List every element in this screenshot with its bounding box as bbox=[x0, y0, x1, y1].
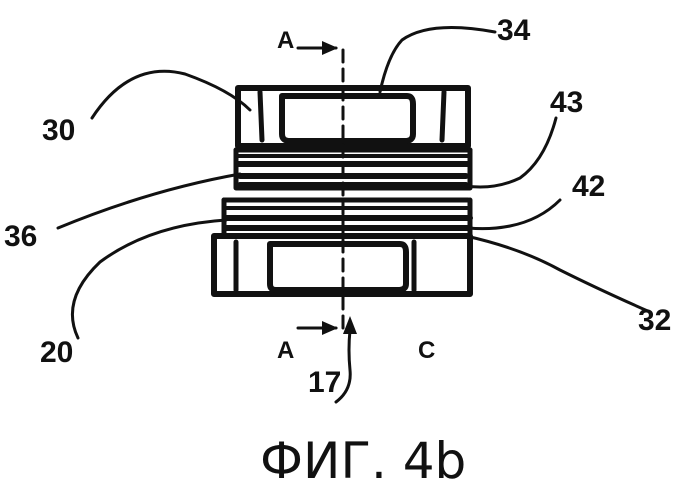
figure-caption: ФИГ. 4b bbox=[260, 432, 466, 490]
section-mark-bottom: A bbox=[277, 337, 294, 364]
ref-36: 36 bbox=[4, 220, 37, 253]
upper-block bbox=[238, 88, 468, 146]
upper-layer-band bbox=[236, 150, 470, 188]
ref-30: 30 bbox=[42, 114, 75, 147]
ref-34: 34 bbox=[497, 14, 531, 47]
section-mark-top: A bbox=[277, 27, 294, 54]
section-arrow-bottom bbox=[298, 321, 338, 335]
ref-17: 17 bbox=[308, 366, 341, 399]
ref-42: 42 bbox=[572, 170, 605, 203]
section-mark-side: C bbox=[418, 337, 435, 364]
ref-32: 32 bbox=[638, 304, 671, 337]
ref-43: 43 bbox=[550, 86, 583, 119]
lower-layer-band bbox=[224, 200, 470, 236]
section-arrow-top bbox=[298, 41, 338, 55]
ref-20: 20 bbox=[40, 336, 73, 369]
